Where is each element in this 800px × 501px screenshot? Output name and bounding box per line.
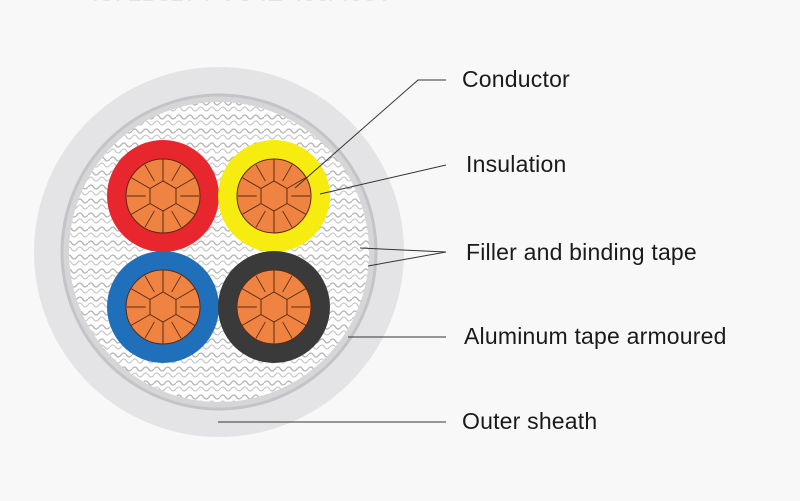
- core-blue: [107, 251, 219, 363]
- leader-line-filler-b: [367, 251, 447, 267]
- cores-group: [107, 140, 330, 363]
- filler: [69, 102, 369, 402]
- title-fragment: IS: 2B817 PVC IE 430/400V: [92, 0, 392, 8]
- label-outer-sheath: Outer sheath: [462, 408, 598, 434]
- leader-line-conductor: [294, 79, 446, 189]
- label-aluminum-tape-armoured: Aluminum tape armoured: [464, 323, 727, 349]
- core-red: [107, 140, 219, 252]
- leader-lines: [218, 79, 447, 423]
- conductor-blue: [125, 269, 201, 345]
- label-filler-binding-tape: Filler and binding tape: [466, 239, 697, 265]
- core-yellow: [218, 140, 330, 252]
- conductor-black: [236, 269, 312, 345]
- conductor-yellow: [236, 158, 312, 234]
- leader-line-filler-a: [359, 247, 447, 253]
- label-insulation: Insulation: [466, 151, 567, 177]
- leader-line-insulation: [319, 164, 447, 195]
- conductor-red: [125, 158, 201, 234]
- label-conductor: Conductor: [462, 66, 570, 92]
- core-black: [218, 251, 330, 363]
